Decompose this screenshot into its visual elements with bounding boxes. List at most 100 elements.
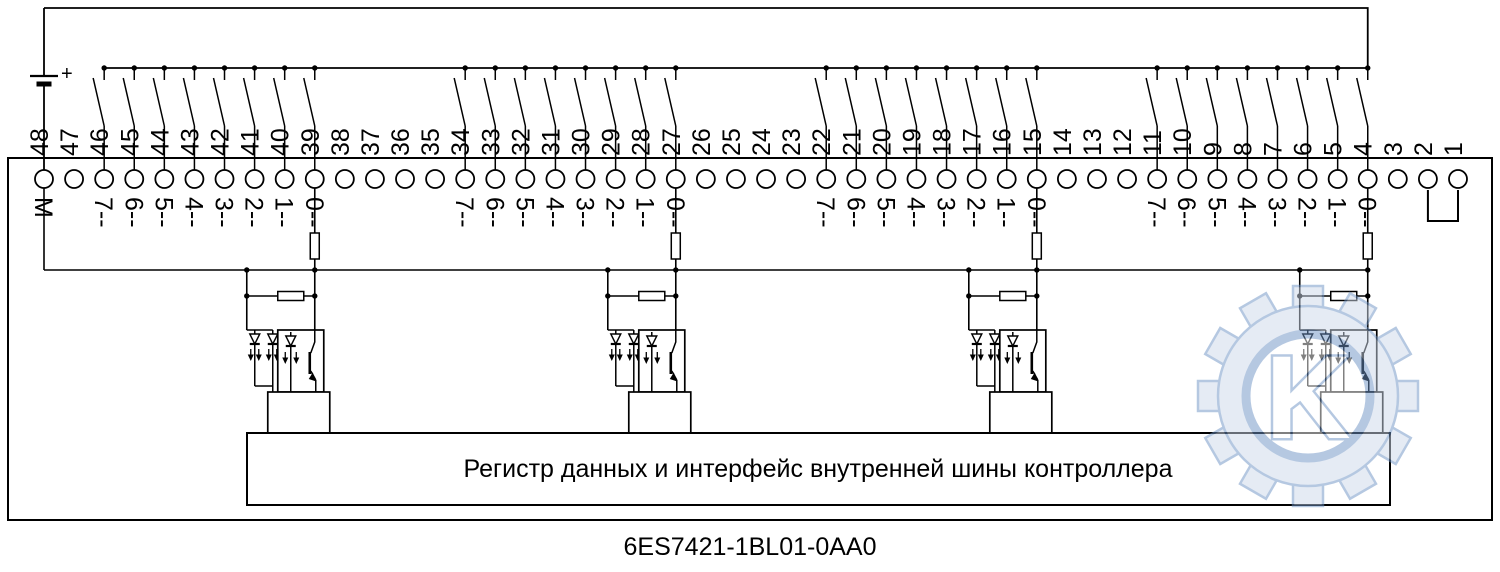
switch-blade	[1325, 77, 1339, 127]
terminal-number: 19	[898, 128, 926, 156]
channel-label: 3--	[1262, 197, 1290, 228]
channel-label: 7--	[450, 197, 478, 228]
channel-label: 0--	[300, 197, 328, 228]
channel-label: 5--	[149, 197, 177, 228]
switch-blade	[303, 77, 316, 127]
terminal-number: 48	[26, 128, 54, 156]
terminal-number: 36	[387, 128, 415, 156]
terminal-number: 11	[1139, 130, 1167, 156]
terminal-number: 9	[1199, 142, 1227, 156]
terminal-circle	[1207, 169, 1228, 189]
switch-blade	[1295, 77, 1309, 127]
opto-led-icon	[645, 335, 658, 348]
terminal-circle	[996, 169, 1017, 189]
led-arrow-icon	[987, 354, 994, 361]
terminal-circle	[1327, 169, 1348, 189]
terminal-number: 34	[447, 128, 475, 156]
switch-blade	[483, 77, 497, 127]
gear-ring	[1241, 329, 1375, 463]
opto-led-icon	[284, 335, 297, 348]
junction-dot	[312, 293, 318, 299]
terminal-number: 20	[868, 128, 896, 156]
terminal-number: 16	[989, 128, 1017, 156]
switch-blade	[1235, 77, 1249, 127]
opto-transistor	[310, 330, 316, 354]
terminal-circle	[1418, 169, 1438, 189]
terminal-number: 46	[86, 128, 114, 156]
switch-blade	[664, 77, 677, 127]
switch-blade	[513, 77, 527, 127]
led-arrow-icon	[247, 354, 254, 361]
led-arrow-icon	[1015, 357, 1022, 364]
terminal-number: 35	[417, 128, 445, 156]
terminal-circle	[1117, 169, 1137, 189]
switch-blade	[904, 77, 918, 127]
terminal-circle	[455, 169, 476, 189]
terminal-circle	[425, 169, 446, 189]
register-box	[246, 432, 1391, 506]
terminal-circle	[906, 169, 927, 189]
terminal-number: 5	[1320, 142, 1348, 156]
channel-label: 6--	[841, 197, 869, 228]
terminal-circle	[936, 169, 957, 189]
terminal-circle	[34, 169, 54, 189]
terminal-number: 2	[1410, 142, 1438, 156]
switch-blade	[633, 77, 647, 127]
terminal-number: 30	[568, 128, 596, 156]
terminal-circle	[545, 169, 566, 189]
terminal-circle	[365, 169, 385, 189]
switch-blade	[122, 77, 135, 127]
channel-label: 5--	[1202, 197, 1230, 228]
terminal-circle	[1147, 169, 1168, 189]
terminal-number: 7	[1259, 142, 1287, 156]
terminal-circle	[124, 169, 145, 189]
interface-pedestal	[627, 391, 692, 434]
led-arrow-icon	[626, 354, 633, 361]
indicator-led-icon	[248, 333, 261, 346]
terminal-number: 43	[176, 128, 204, 156]
terminal-number: 23	[778, 128, 806, 156]
junction-dot	[1034, 293, 1040, 299]
opto-transistor	[1032, 330, 1038, 354]
terminal-number: 37	[357, 128, 385, 156]
jumper-bracket	[1426, 190, 1459, 222]
switch-blade	[994, 77, 1008, 127]
terminal-circle	[1026, 169, 1047, 189]
terminal-circle	[726, 169, 746, 189]
terminal-circle	[575, 169, 596, 189]
switch-blade	[964, 77, 978, 127]
terminal-circle	[1267, 169, 1288, 189]
opto-transistor	[671, 330, 677, 354]
terminal-circle	[395, 169, 415, 189]
terminal-circle	[1087, 169, 1107, 189]
terminal-circle	[94, 169, 115, 189]
indicator-led-icon	[988, 333, 1001, 346]
indicator-led-icon	[970, 333, 983, 346]
terminal-circle	[485, 169, 506, 189]
led-arrow-icon	[1004, 357, 1011, 364]
channel-label: 1--	[270, 197, 298, 228]
terminal-circle	[64, 169, 84, 189]
resistor	[277, 290, 305, 302]
switch-blade	[272, 77, 286, 127]
opto-transistor-arrow	[1030, 372, 1039, 382]
terminal-circle	[214, 169, 235, 189]
switch-blade	[453, 77, 466, 127]
register-label: Регистр данных и интерфейс внутренней ши…	[464, 455, 1173, 483]
channel-label: 4--	[1232, 197, 1260, 228]
switch-blade	[603, 77, 617, 127]
terminal-circle	[334, 169, 355, 189]
terminal-number: 28	[628, 128, 656, 156]
terminal-circle	[154, 169, 175, 189]
module-outline	[7, 157, 1493, 521]
channel-label: 2--	[1293, 197, 1321, 228]
channel-label: 7--	[89, 197, 117, 228]
switch-blade	[1356, 77, 1369, 127]
terminal-number: 14	[1049, 128, 1077, 156]
part-number-caption: 6ES7421-1BL01-0AA0	[623, 533, 877, 561]
terminal-circle	[1297, 169, 1318, 189]
terminal-circle	[966, 169, 987, 189]
terminal-circle	[665, 169, 686, 189]
terminal-number: 44	[146, 128, 174, 156]
terminal-circle	[244, 169, 265, 189]
